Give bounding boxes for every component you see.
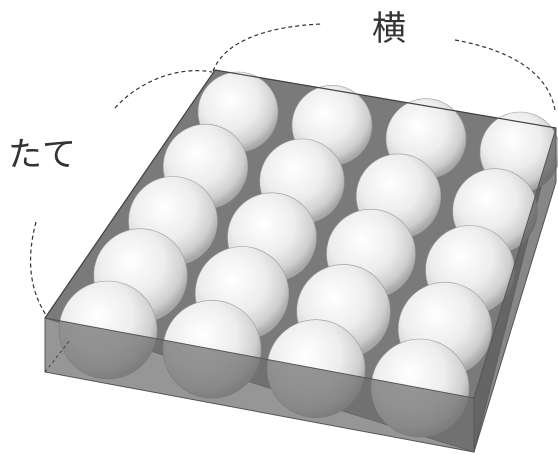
vertical-dimension-arc-lower [29,221,47,316]
horizontal-dimension-arc [212,23,323,72]
horizontal-label: 横 [372,9,406,49]
horizontal-dimension-arc-right [454,39,556,111]
box-rim [44,69,557,319]
vertical-label: たて [8,135,76,175]
box-hidden-edge [44,339,71,373]
box-right-wall [473,127,557,453]
